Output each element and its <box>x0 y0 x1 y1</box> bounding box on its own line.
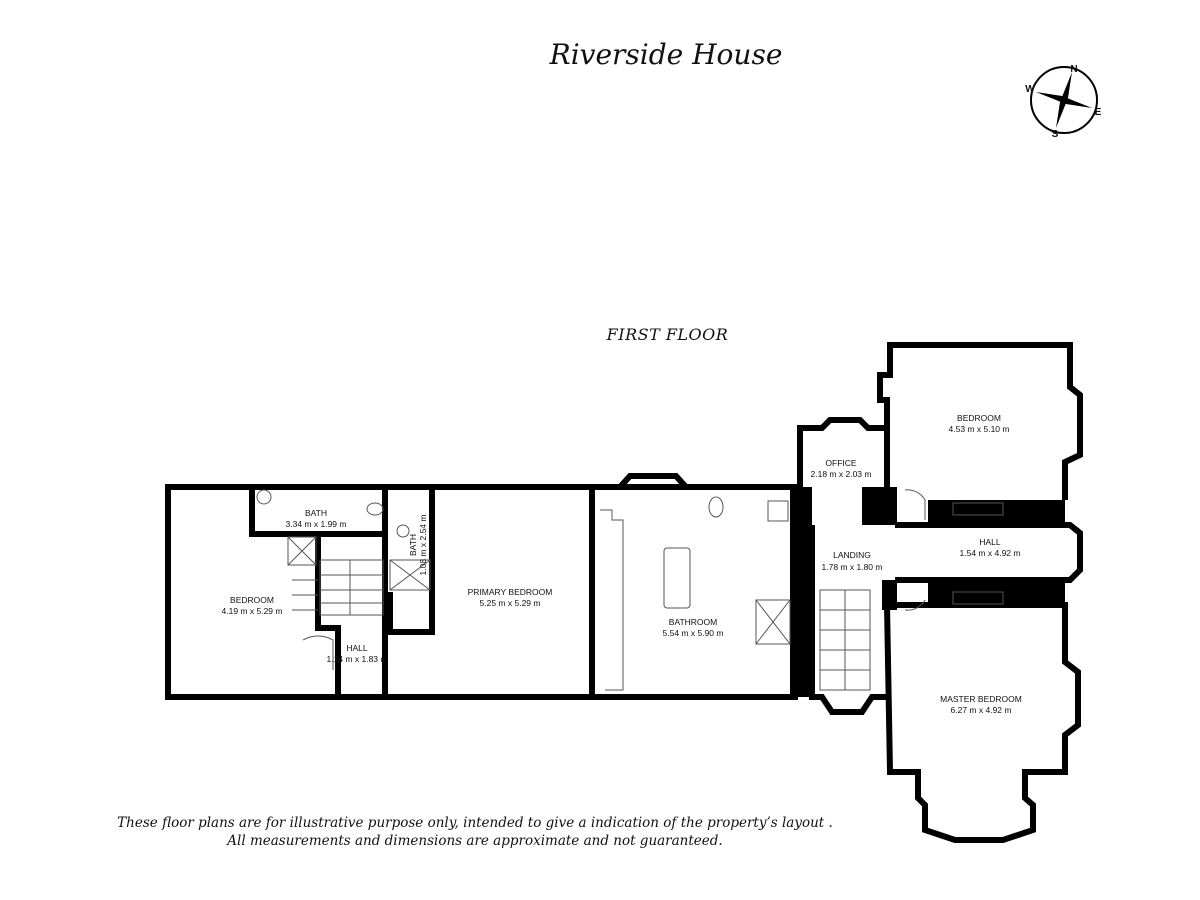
room-name: LANDING <box>833 550 871 560</box>
bathtub-icon <box>663 547 691 609</box>
disclaimer-line: All measurements and dimensions are appr… <box>227 833 723 849</box>
bedroom-right-wall <box>877 342 1083 500</box>
svg-text:E: E <box>1095 107 1102 118</box>
svg-text:W: W <box>1025 84 1035 95</box>
staircase <box>819 589 871 691</box>
room-size: 4.53 m x 5.10 m <box>949 424 1010 434</box>
disclaimer: These floor plans are for illustrative p… <box>100 814 850 850</box>
sink-icon <box>396 524 410 538</box>
bath-hall-wall <box>249 487 341 697</box>
room-size: 4.19 m x 5.29 m <box>222 606 283 616</box>
staircase <box>292 559 384 616</box>
office-wall <box>797 417 887 487</box>
room-size: 5.54 m x 5.90 m <box>663 628 724 638</box>
bathroom-outline <box>589 484 798 700</box>
room-name: HALL <box>979 537 1001 547</box>
room-name: OFFICE <box>825 458 856 468</box>
compass-icon: N E S W <box>1025 64 1101 140</box>
svg-text:S: S <box>1052 129 1059 140</box>
room-name: BATH <box>408 534 418 556</box>
toilet-icon <box>366 502 384 516</box>
room-size: 5.25 m x 5.29 m <box>480 598 541 608</box>
room-name: MASTER BEDROOM <box>940 694 1022 704</box>
master-bedroom-wall <box>883 602 1081 843</box>
room-size: 1.54 m x 4.92 m <box>960 548 1021 558</box>
room-size: 6.27 m x 4.92 m <box>951 705 1012 715</box>
sink-icon <box>256 489 272 505</box>
room-size: 2.18 m x 2.03 m <box>811 469 872 479</box>
room-name: BATHROOM <box>669 617 717 627</box>
room-name: PRIMARY BEDROOM <box>468 587 553 597</box>
fixtures <box>256 489 1004 691</box>
shower-icon <box>287 536 317 566</box>
room-labels: BEDROOM 4.19 m x 5.29 m BATH 3.34 m x 1.… <box>222 413 1022 715</box>
disclaimer-line: These floor plans are for illustrative p… <box>117 815 833 831</box>
room-size: 1.14 m x 1.83 m <box>327 654 388 664</box>
room-size: 1.08 m x 2.54 m <box>418 515 428 576</box>
room-name: BEDROOM <box>957 413 1001 423</box>
room-name: BEDROOM <box>230 595 274 605</box>
svg-text:N: N <box>1070 64 1077 75</box>
floor-label: FIRST FLOOR <box>606 325 729 344</box>
room-size: 1.78 m x 1.80 m <box>822 562 883 572</box>
sink-icon <box>767 500 789 522</box>
door <box>302 635 334 670</box>
toilet-icon <box>708 496 724 518</box>
room-name: BATH <box>305 508 327 518</box>
room-size: 3.34 m x 1.99 m <box>286 519 347 529</box>
small-bath-wall <box>387 487 435 635</box>
shower-icon <box>755 599 791 645</box>
room-name: HALL <box>346 643 368 653</box>
thick-walls <box>790 487 1065 697</box>
property-title: Riverside House <box>549 38 783 71</box>
